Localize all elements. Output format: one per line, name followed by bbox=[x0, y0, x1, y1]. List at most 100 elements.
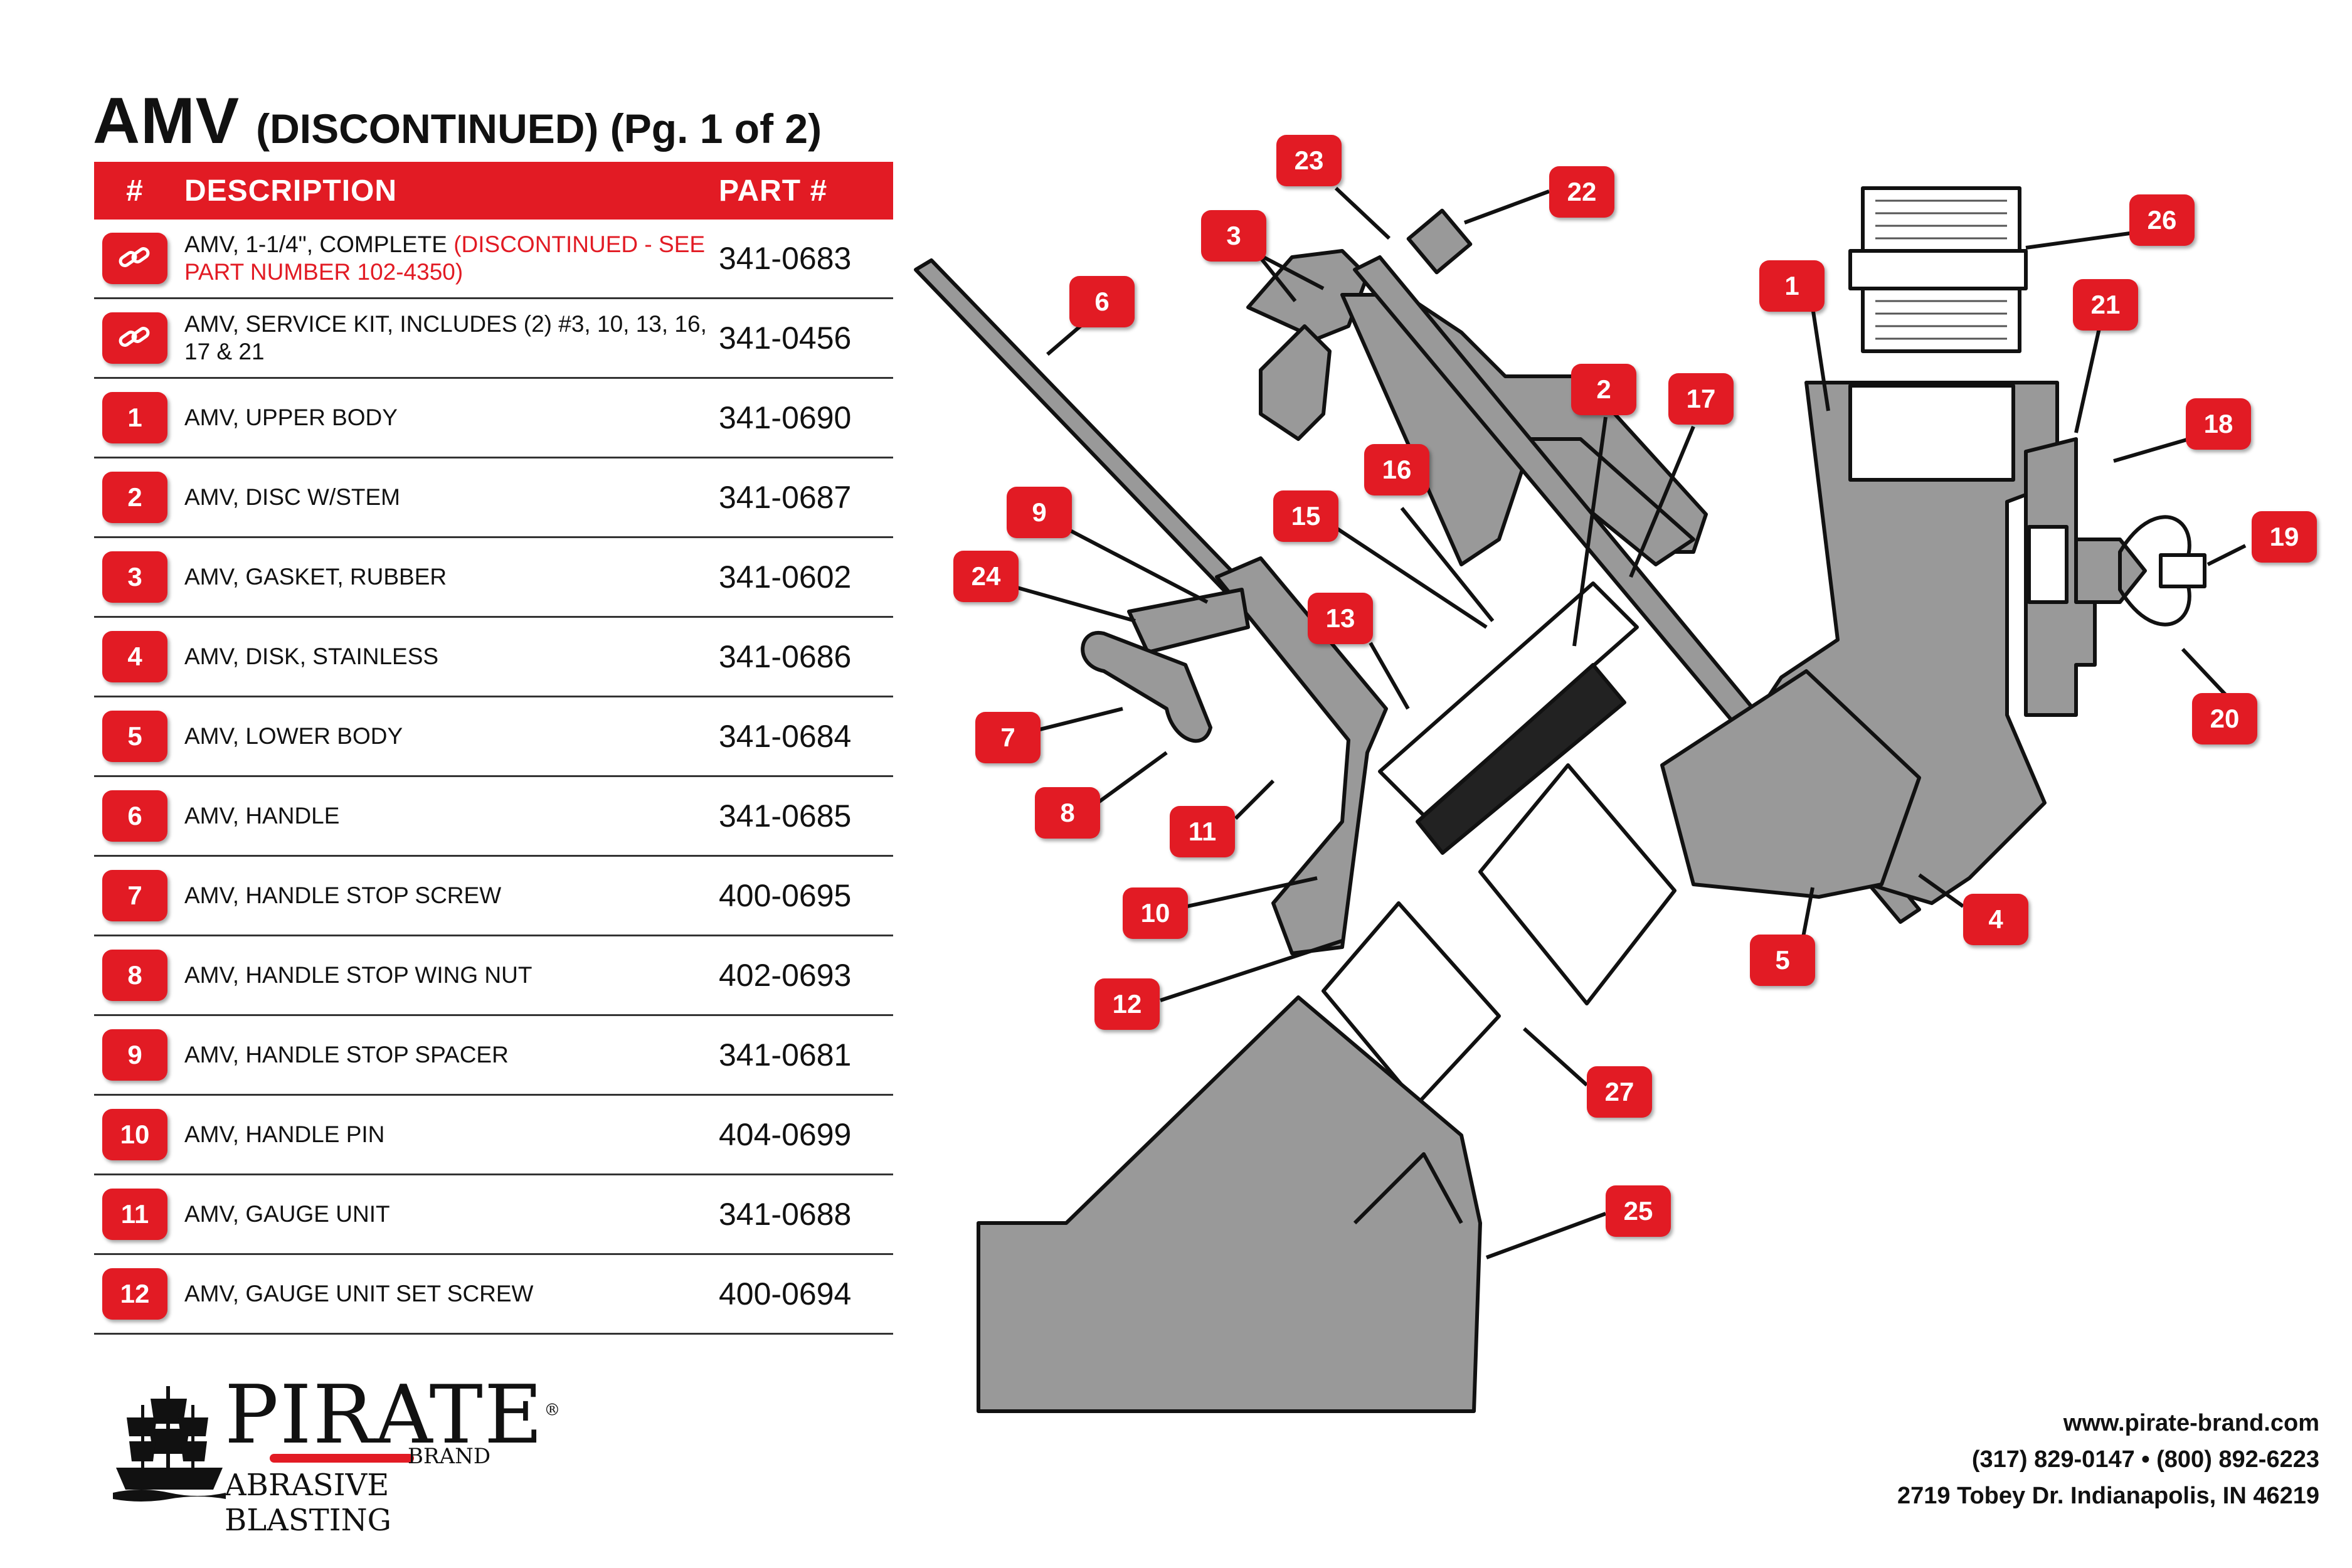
table-row: 8 AMV, HANDLE STOP WING NUT 402-0693 bbox=[94, 936, 893, 1016]
callout-21: 21 bbox=[2073, 279, 2138, 331]
table-row: 4 AMV, DISK, STAINLESS 341-0686 bbox=[94, 618, 893, 697]
header-description: DESCRIPTION bbox=[184, 174, 398, 208]
callout-19: 19 bbox=[2252, 511, 2317, 563]
header-num: # bbox=[126, 174, 144, 208]
table-row: 7 AMV, HANDLE STOP SCREW 400-0695 bbox=[94, 857, 893, 936]
row-part-number: 400-0694 bbox=[719, 1276, 852, 1311]
callout-18: 18 bbox=[2186, 398, 2251, 450]
callout-17: 17 bbox=[1668, 373, 1734, 425]
logo-tagline: ABRASIVE BLASTING bbox=[225, 1468, 392, 1538]
contact-block: www.pirate-brand.com (317) 829-0147 • (8… bbox=[1897, 1405, 2319, 1514]
row-part-number: 341-0683 bbox=[719, 241, 852, 276]
row-description: AMV, 1-1/4", COMPLETE bbox=[184, 231, 454, 257]
row-part-number: 341-0687 bbox=[719, 480, 852, 515]
row-number-badge: 10 bbox=[102, 1109, 167, 1160]
row-number-badge: 6 bbox=[102, 790, 167, 842]
row-description: AMV, HANDLE STOP SCREW bbox=[184, 882, 502, 908]
phone-numbers: (317) 829-0147 • (800) 892-6223 bbox=[1971, 1446, 2319, 1473]
callout-23: 23 bbox=[1276, 135, 1342, 186]
row-note: (DISCONTINUED - SEE PART NUMBER 102-4350… bbox=[184, 231, 706, 285]
row-description: AMV, HANDLE bbox=[184, 803, 340, 829]
table-row[interactable]: AMV, SERVICE KIT, INCLUDES (2) #3, 10, 1… bbox=[94, 299, 893, 379]
callout-16: 16 bbox=[1364, 444, 1429, 495]
table-row[interactable]: AMV, 1-1/4", COMPLETE (DISCONTINUED - SE… bbox=[94, 220, 893, 299]
row-number-badge: 7 bbox=[102, 870, 167, 921]
table-row: 6 AMV, HANDLE 341-0685 bbox=[94, 777, 893, 857]
callout-6: 6 bbox=[1069, 276, 1135, 327]
row-part-number: 341-0684 bbox=[719, 719, 852, 754]
link-icon[interactable] bbox=[102, 233, 167, 284]
table-row: 1 AMV, UPPER BODY 341-0690 bbox=[94, 379, 893, 458]
row-description: AMV, HANDLE STOP WING NUT bbox=[184, 962, 532, 988]
callout-12: 12 bbox=[1094, 978, 1160, 1030]
table-row: 9 AMV, HANDLE STOP SPACER 341-0681 bbox=[94, 1016, 893, 1096]
valve-diagram bbox=[914, 186, 2247, 1413]
row-part-number: 341-0685 bbox=[719, 798, 852, 834]
callout-22: 22 bbox=[1549, 166, 1614, 218]
callout-15: 15 bbox=[1273, 490, 1338, 542]
callout-2: 2 bbox=[1571, 364, 1636, 415]
callout-8: 8 bbox=[1035, 787, 1100, 839]
callout-3: 3 bbox=[1201, 210, 1266, 262]
row-part-number: 341-0688 bbox=[719, 1197, 852, 1232]
callout-26: 26 bbox=[2129, 194, 2195, 246]
row-description: AMV, HANDLE PIN bbox=[184, 1121, 385, 1147]
parts-table: # DESCRIPTION PART # AMV, 1-1/4", COMPLE… bbox=[94, 162, 893, 1335]
callout-27: 27 bbox=[1587, 1066, 1652, 1118]
link-icon[interactable] bbox=[102, 312, 167, 364]
row-description: AMV, GAUGE UNIT bbox=[184, 1201, 390, 1227]
row-number-badge: 5 bbox=[102, 711, 167, 762]
title-main: AMV bbox=[93, 85, 240, 157]
row-part-number: 404-0699 bbox=[719, 1117, 852, 1152]
row-description: AMV, SERVICE KIT, INCLUDES (2) #3, 10, 1… bbox=[184, 311, 707, 364]
logo-red-swash bbox=[270, 1454, 414, 1463]
callout-5: 5 bbox=[1750, 935, 1815, 986]
callout-1: 1 bbox=[1759, 260, 1825, 312]
logo-brand: BRAND bbox=[408, 1444, 491, 1469]
callout-4: 4 bbox=[1963, 894, 2028, 945]
row-number-badge: 9 bbox=[102, 1029, 167, 1081]
row-part-number: 341-0690 bbox=[719, 400, 852, 435]
table-row: 12 AMV, GAUGE UNIT SET SCREW 400-0694 bbox=[94, 1255, 893, 1335]
row-number-badge: 1 bbox=[102, 392, 167, 443]
table-row: 5 AMV, LOWER BODY 341-0684 bbox=[94, 697, 893, 777]
row-description: AMV, DISK, STAINLESS bbox=[184, 644, 439, 669]
ship-icon bbox=[113, 1386, 226, 1502]
table-header: # DESCRIPTION PART # bbox=[94, 162, 893, 220]
row-number-badge: 4 bbox=[102, 631, 167, 682]
title-sub: (DISCONTINUED) (Pg. 1 of 2) bbox=[256, 105, 822, 152]
row-number-badge: 12 bbox=[102, 1268, 167, 1320]
table-row: 10 AMV, HANDLE PIN 404-0699 bbox=[94, 1096, 893, 1175]
row-description: AMV, UPPER BODY bbox=[184, 405, 398, 430]
row-number-badge: 8 bbox=[102, 950, 167, 1001]
table-row: 11 AMV, GAUGE UNIT 341-0688 bbox=[94, 1175, 893, 1255]
row-part-number: 341-0686 bbox=[719, 639, 852, 674]
website-link[interactable]: www.pirate-brand.com bbox=[2063, 1410, 2319, 1436]
table-row: 3 AMV, GASKET, RUBBER 341-0602 bbox=[94, 538, 893, 618]
callout-13: 13 bbox=[1308, 593, 1373, 644]
row-part-number: 341-0602 bbox=[719, 559, 852, 595]
callout-7: 7 bbox=[975, 712, 1041, 763]
row-part-number: 402-0693 bbox=[719, 958, 852, 993]
callout-10: 10 bbox=[1123, 887, 1188, 939]
callout-11: 11 bbox=[1170, 806, 1235, 857]
page-title: AMV (DISCONTINUED) (Pg. 1 of 2) bbox=[93, 84, 822, 159]
callout-20: 20 bbox=[2192, 693, 2257, 744]
address: 2719 Tobey Dr. Indianapolis, IN 46219 bbox=[1897, 1483, 2319, 1509]
row-part-number: 400-0695 bbox=[719, 878, 852, 913]
row-description: AMV, GAUGE UNIT SET SCREW bbox=[184, 1281, 534, 1306]
row-part-number: 341-0681 bbox=[719, 1037, 852, 1073]
header-part: PART # bbox=[719, 174, 828, 208]
row-description: AMV, DISC W/STEM bbox=[184, 484, 401, 510]
row-description: AMV, GASKET, RUBBER bbox=[184, 564, 447, 590]
callout-25: 25 bbox=[1606, 1185, 1671, 1237]
callout-24: 24 bbox=[953, 551, 1019, 602]
row-description: AMV, LOWER BODY bbox=[184, 723, 403, 749]
row-part-number: 341-0456 bbox=[719, 320, 852, 356]
row-number-badge: 11 bbox=[102, 1189, 167, 1240]
row-number-badge: 3 bbox=[102, 551, 167, 603]
logo-name: PIRATE® bbox=[225, 1369, 562, 1462]
row-description: AMV, HANDLE STOP SPACER bbox=[184, 1042, 509, 1067]
pirate-logo: PIRATE® BRAND ABRASIVE BLASTING bbox=[113, 1369, 560, 1538]
